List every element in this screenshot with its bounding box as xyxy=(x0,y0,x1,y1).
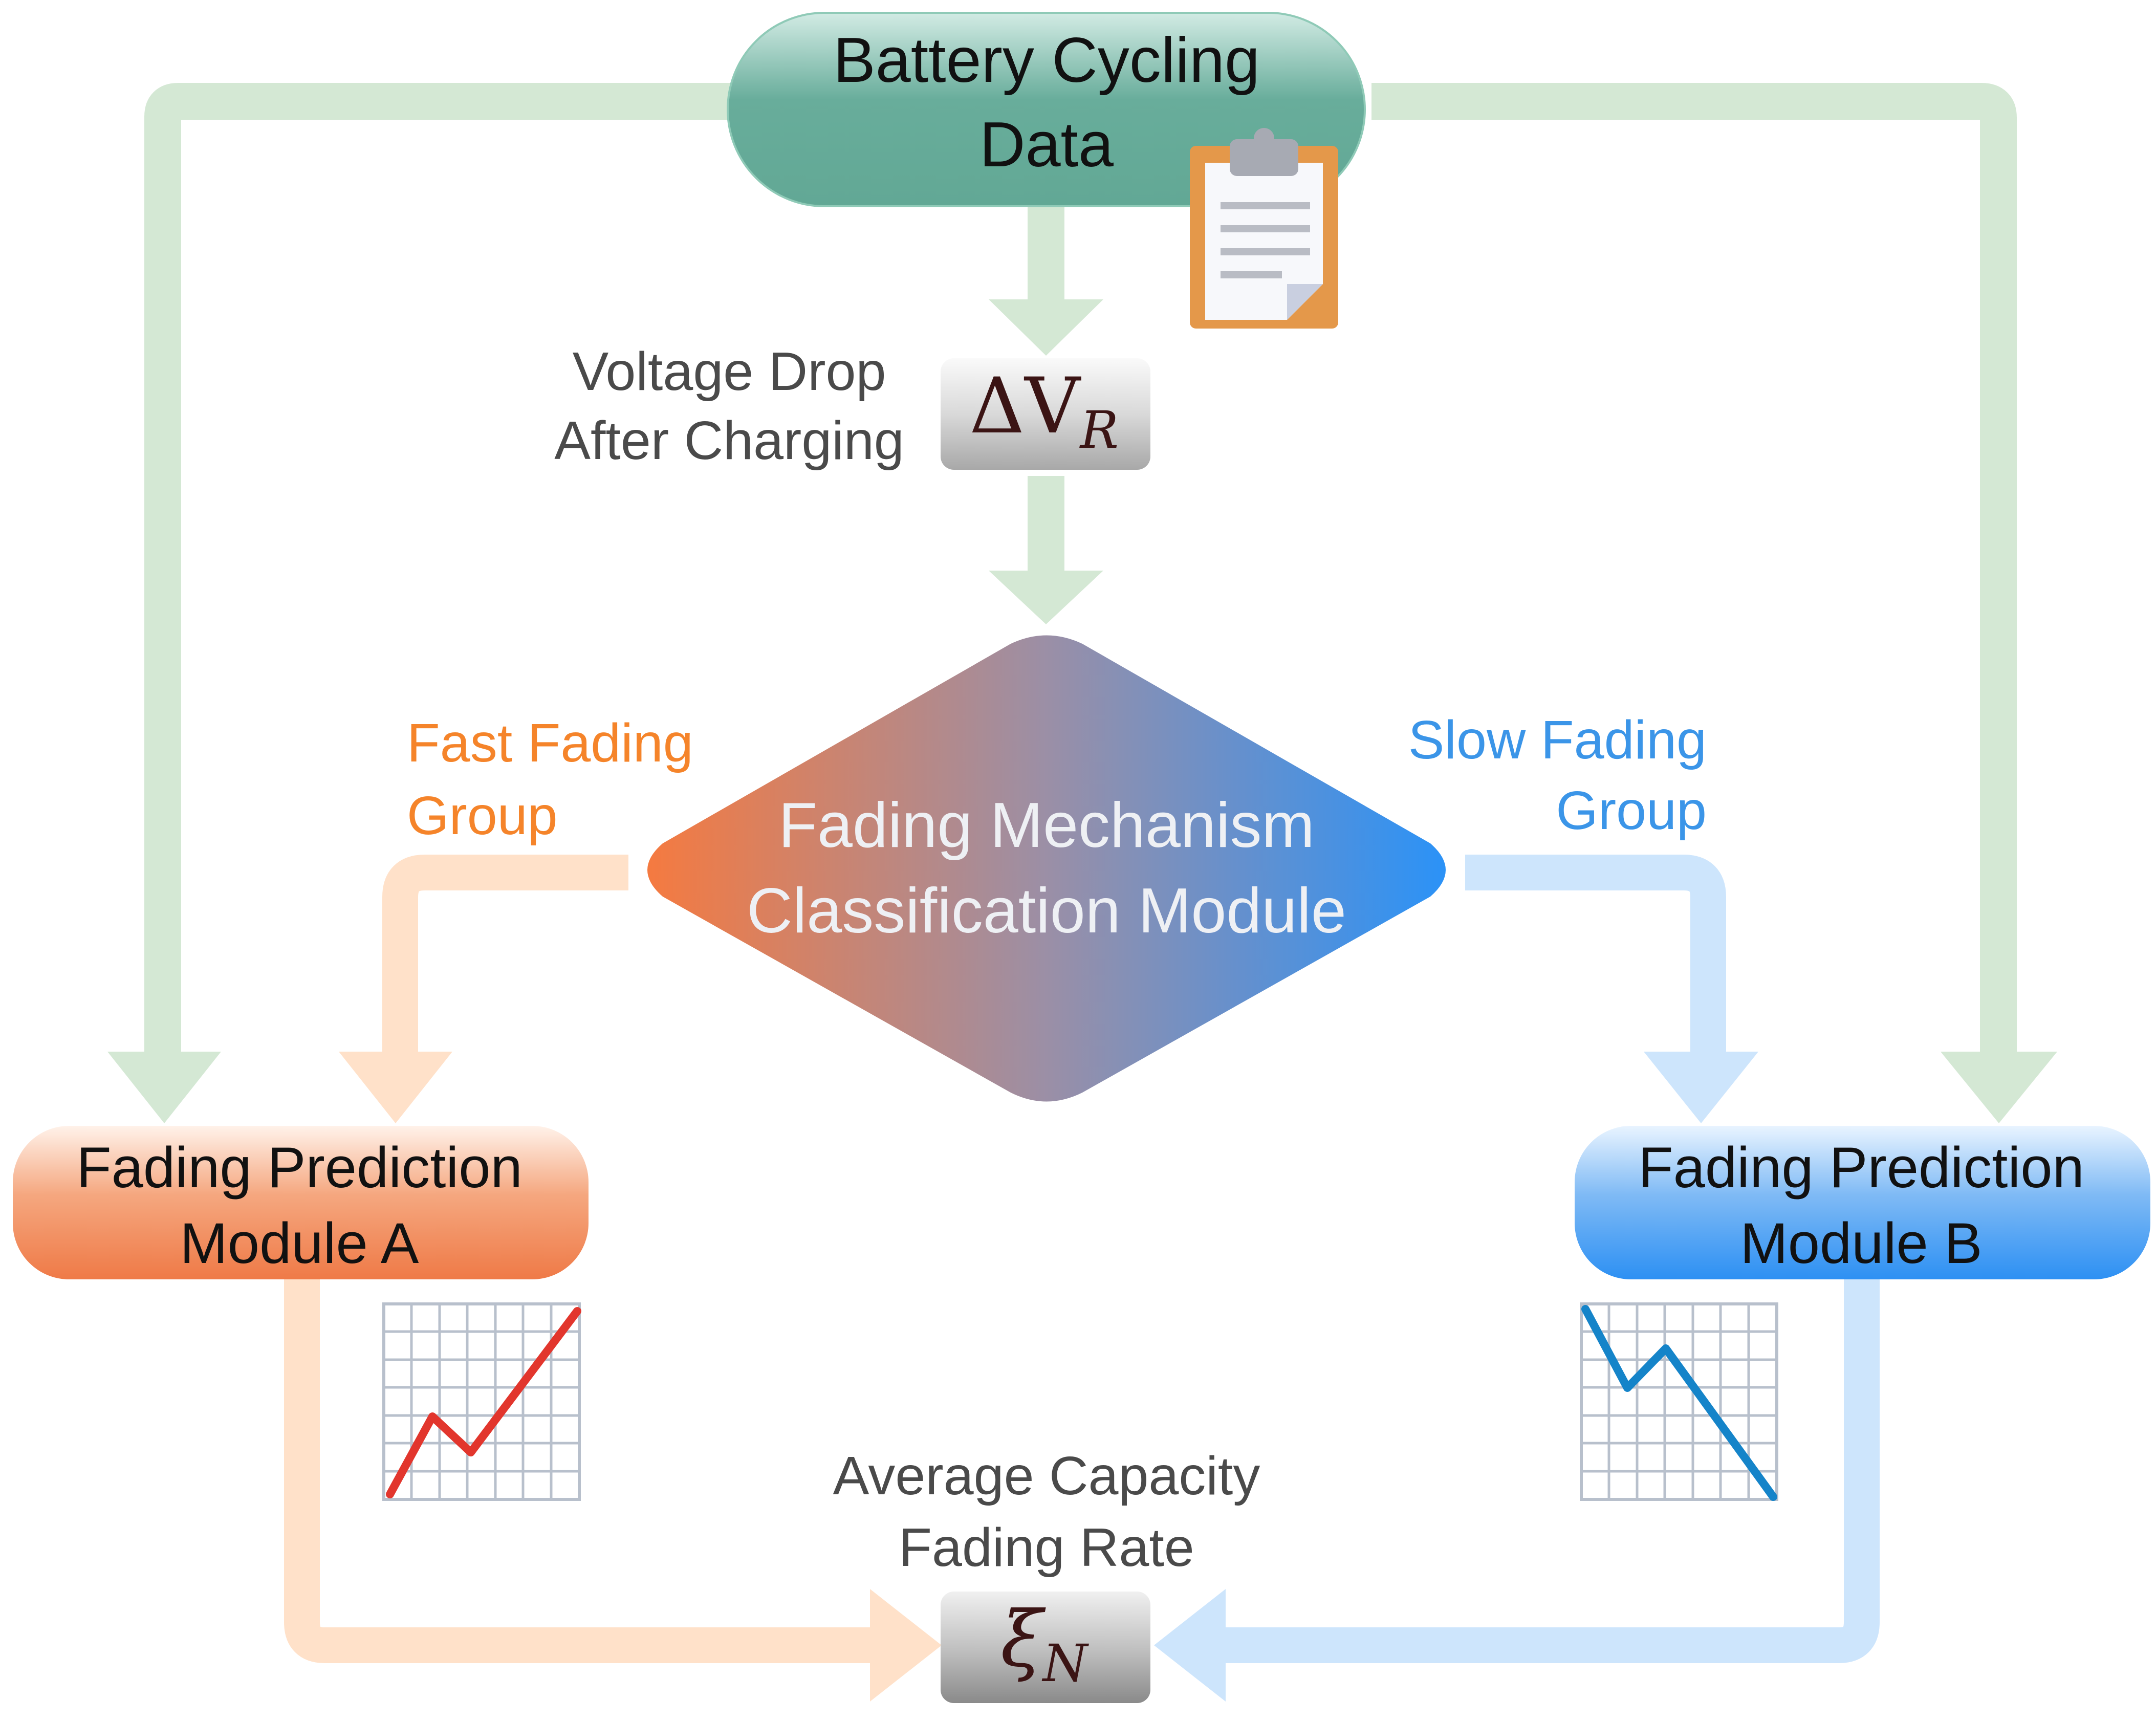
output-symbol-box: ξN xyxy=(941,1592,1150,1703)
classifier-label-line1: Fading Mechanism xyxy=(778,790,1315,861)
module-b-line1: Fading Prediction xyxy=(1638,1136,2084,1200)
classification-module-diamond[interactable]: Fading Mechanism Classification Module xyxy=(647,635,1446,1102)
voltage-label-line2: After Charging xyxy=(554,410,904,471)
fast-fading-group-label: Fast Fading Group xyxy=(407,713,693,846)
arrow-data-to-module-b xyxy=(1371,83,2017,1070)
falling-chart-icon xyxy=(1580,1302,1778,1501)
arrowhead-module-a-orange xyxy=(339,1052,452,1123)
arrowhead-module-b-blue xyxy=(1644,1052,1758,1123)
voltage-drop-label: Voltage Drop After Charging xyxy=(554,341,904,471)
output-symbol-sub: N xyxy=(1042,1633,1090,1693)
battery-data-title-line2: Data xyxy=(979,110,1114,180)
slow-group-line1: Slow Fading xyxy=(1408,710,1707,770)
rising-chart-icon xyxy=(382,1302,581,1501)
voltage-label-line1: Voltage Drop xyxy=(573,341,886,402)
arrow-module-b-to-output xyxy=(1192,1279,1880,1663)
voltage-symbol-box: ΔVR xyxy=(941,358,1150,470)
module-a-line1: Fading Prediction xyxy=(76,1136,522,1200)
output-symbol-main: ξ xyxy=(1000,1595,1046,1684)
average-capacity-label: Average Capacity Fading Rate xyxy=(833,1446,1260,1578)
slow-group-line2: Group xyxy=(1556,780,1707,841)
svg-text:ξN: ξN xyxy=(1000,1595,1090,1693)
arrowhead-voltage xyxy=(989,299,1103,356)
output-label-line1: Average Capacity xyxy=(833,1446,1260,1506)
fast-group-line1: Fast Fading xyxy=(407,713,693,773)
arrowhead-classifier xyxy=(989,571,1103,624)
arrowhead-output-left xyxy=(870,1589,942,1702)
module-a-line2: Module A xyxy=(180,1211,419,1275)
module-b-line2: Module B xyxy=(1740,1211,1982,1275)
fading-prediction-module-a[interactable]: Fading Prediction Module A xyxy=(13,1126,589,1279)
svg-text:ΔVR: ΔVR xyxy=(969,362,1119,460)
connector-arrows xyxy=(107,83,2057,1702)
output-label-line2: Fading Rate xyxy=(899,1517,1194,1578)
arrowhead-module-b-green xyxy=(1941,1052,2057,1123)
arrow-fast-to-module-a xyxy=(382,855,628,1070)
slow-fading-group-label: Slow Fading Group xyxy=(1408,710,1707,841)
classifier-label-line2: Classification Module xyxy=(747,876,1346,946)
arrowhead-output-right xyxy=(1154,1589,1226,1702)
voltage-symbol-sub: R xyxy=(1079,400,1119,460)
voltage-symbol-main: ΔV xyxy=(969,362,1081,451)
arrow-data-to-module-a xyxy=(144,83,732,1070)
arrowhead-module-a-green xyxy=(107,1052,221,1123)
arrow-slow-to-module-b xyxy=(1465,855,1726,1070)
fading-prediction-module-b[interactable]: Fading Prediction Module B xyxy=(1575,1126,2150,1279)
battery-data-title-line1: Battery Cycling xyxy=(833,25,1260,96)
clipboard-icon xyxy=(1190,128,1338,329)
fast-group-line2: Group xyxy=(407,786,558,846)
arrow-module-a-to-output xyxy=(284,1279,898,1663)
